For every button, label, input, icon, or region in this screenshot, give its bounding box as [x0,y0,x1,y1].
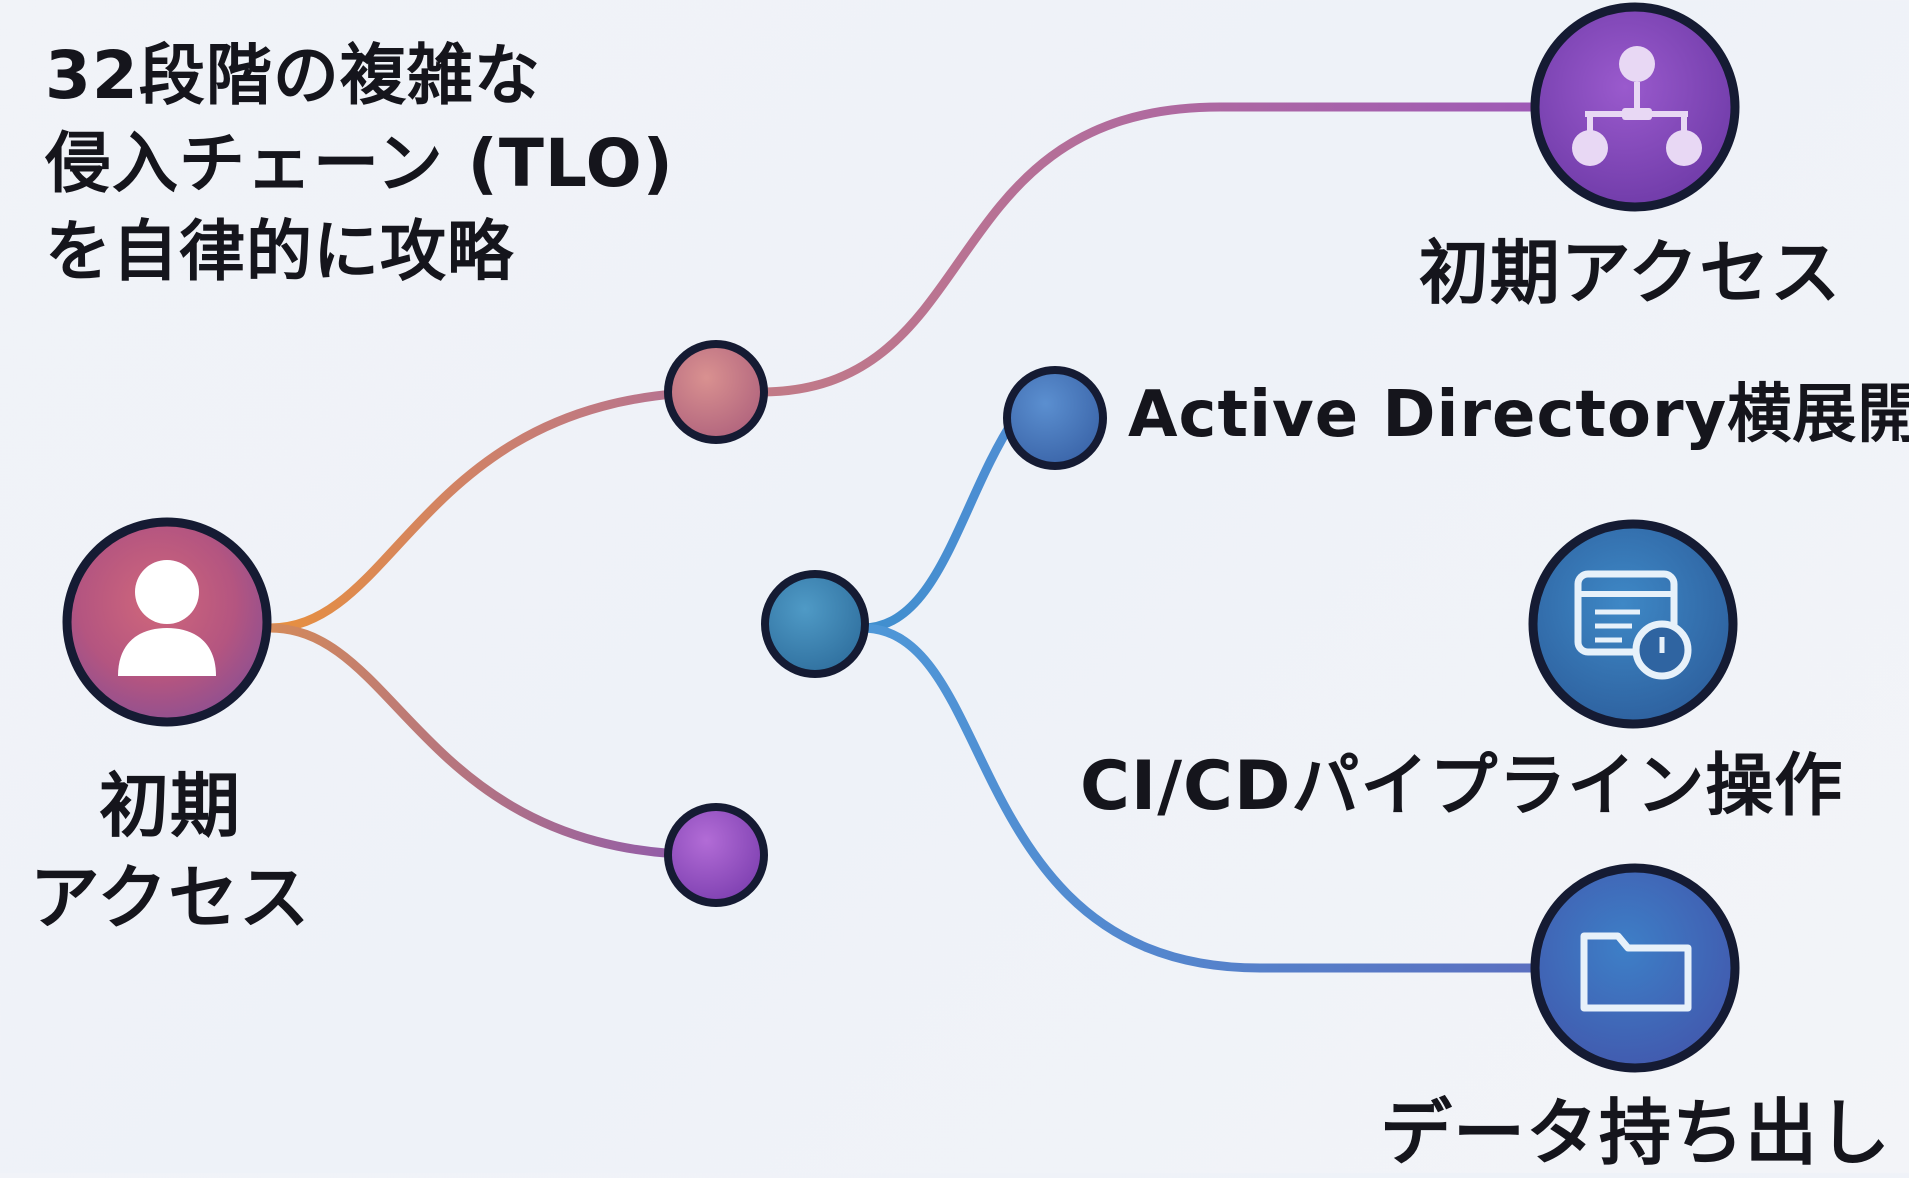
intermediate-node-hub [761,570,869,678]
intermediate-node-ad [1003,366,1107,470]
edge-hub-to-ad [857,413,1020,633]
endpoint-top-label: 初期アクセス [1418,232,1842,314]
start-node-label: 初期 アクセス [20,760,320,944]
endpoint-top [1530,2,1740,212]
edge-coral-to-top-end [755,102,1540,397]
folder-icon [1580,932,1692,1012]
window-clock-icon [1574,570,1692,680]
endpoint-cicd [1528,519,1738,729]
start-node [62,517,272,727]
title-line-3: を自律的に攻略 [45,213,514,290]
diagram-title: 32段階の複雑な 侵入チェーン (TLO) を自律的に攻略 [45,32,805,296]
edge-start-to-coral [265,387,725,633]
edge-hub-to-exfil [857,623,1540,973]
intermediate-node-coral [664,340,768,444]
endpoint-exfil [1530,863,1740,1073]
endpoint-cicd-label: CI/CDパイプライン操作 [1080,747,1844,826]
intermediate-node-purple [664,803,768,907]
network-hierarchy-icon [1572,46,1702,166]
endpoint-exfil-label: データ持ち出し [1380,1091,1892,1175]
start-label-line-1: 初期 [99,765,241,847]
edge-start-to-purple [265,623,715,860]
endpoint-ad-label: Active Directory横展開 [1128,378,1909,452]
title-line-2: 侵入チェーン (TLO) [45,125,674,202]
user-icon [118,560,216,676]
start-label-line-2: アクセス [29,857,311,939]
title-line-1: 32段階の複雑な [45,37,541,114]
